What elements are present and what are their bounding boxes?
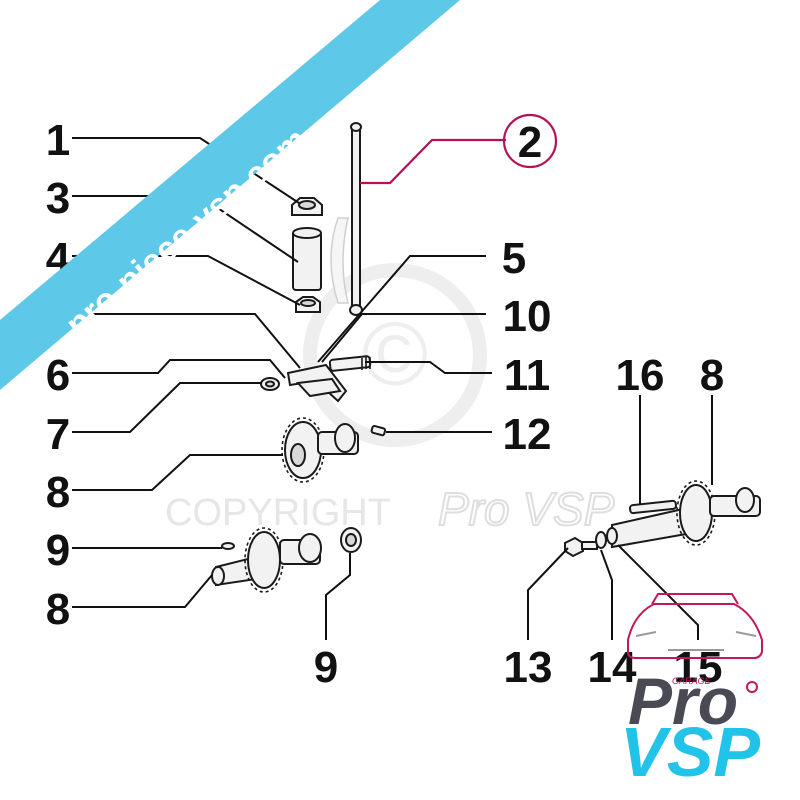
callout-8-lower: 8 bbox=[46, 585, 70, 634]
bushing bbox=[340, 527, 362, 553]
callout-15: 15 bbox=[674, 643, 723, 692]
callout-5-right: 5 bbox=[502, 234, 526, 283]
small-washer bbox=[260, 377, 280, 391]
leader-6 bbox=[72, 359, 286, 379]
spring-washer bbox=[606, 527, 618, 545]
camshaft-upper bbox=[281, 417, 359, 483]
sleeve bbox=[292, 227, 322, 291]
leader-13 bbox=[527, 547, 569, 640]
callout-6: 6 bbox=[46, 351, 70, 400]
shaft-key bbox=[629, 499, 677, 515]
callout-9-left: 9 bbox=[46, 526, 70, 575]
flat-washer bbox=[595, 531, 607, 549]
copyright-watermark: © COPYRIGHT Pro VSP bbox=[165, 263, 616, 536]
callout-8-upper: 8 bbox=[46, 468, 70, 517]
logo-tagline: GARAGE bbox=[672, 676, 712, 686]
callout-1: 1 bbox=[46, 116, 70, 165]
logo-pro: Pro bbox=[628, 664, 738, 738]
leader-lines bbox=[72, 137, 713, 640]
lower-nut bbox=[295, 296, 321, 313]
callout-10: 10 bbox=[503, 292, 552, 341]
banner-url: pro-piece-vsp.com bbox=[59, 121, 315, 344]
copyright-word: COPYRIGHT bbox=[165, 492, 391, 534]
copyright-symbol: © bbox=[362, 305, 428, 405]
callout-13: 13 bbox=[504, 643, 553, 692]
banner-stripe bbox=[0, 0, 460, 390]
leader-14 bbox=[600, 549, 613, 640]
callout-2-highlight-ring bbox=[502, 113, 558, 169]
callout-16: 16 bbox=[616, 351, 665, 400]
circlip bbox=[221, 542, 235, 550]
callout-12: 12 bbox=[503, 410, 552, 459]
pro-vsp-logo: GARAGE Pro VSP bbox=[620, 593, 763, 791]
rocker-arm-assembly bbox=[286, 355, 372, 403]
cap-nut bbox=[291, 197, 323, 216]
leader-10 bbox=[321, 313, 486, 363]
leader-2 bbox=[360, 138, 506, 185]
leader-15 bbox=[617, 544, 699, 640]
callout-8-right: 8 bbox=[700, 351, 724, 400]
logo-vsp: VSP bbox=[620, 713, 760, 791]
leader-8-lower bbox=[72, 574, 213, 608]
car-lights-icon bbox=[635, 631, 757, 651]
leader-1 bbox=[72, 137, 300, 204]
camshaft-right bbox=[611, 480, 761, 549]
bolt bbox=[564, 536, 598, 558]
leader-5-left bbox=[72, 313, 301, 369]
callout-2: 2 bbox=[518, 118, 542, 167]
logo-hex-dot bbox=[746, 681, 758, 693]
leader-8-upper bbox=[72, 454, 283, 491]
callout-3: 3 bbox=[46, 174, 70, 223]
callout-11: 11 bbox=[504, 351, 551, 400]
copyright-brand: Pro VSP bbox=[438, 483, 615, 535]
leader-5-right bbox=[317, 255, 486, 363]
callout-numbers: 1 3 4 5 6 7 8 9 8 9 2 5 10 11 12 16 8 13… bbox=[46, 113, 724, 692]
small-pin bbox=[370, 424, 387, 437]
copyright-ring bbox=[303, 263, 487, 447]
car-outline-icon bbox=[627, 593, 763, 659]
leader-11 bbox=[365, 361, 492, 374]
valve-boot bbox=[330, 217, 349, 304]
camshaft-lower bbox=[211, 527, 322, 593]
leader-7 bbox=[72, 382, 262, 433]
push-rod bbox=[349, 122, 363, 316]
callout-7: 7 bbox=[46, 410, 70, 459]
callout-9-bottom: 9 bbox=[314, 643, 338, 692]
leader-9-bottom bbox=[325, 553, 351, 640]
